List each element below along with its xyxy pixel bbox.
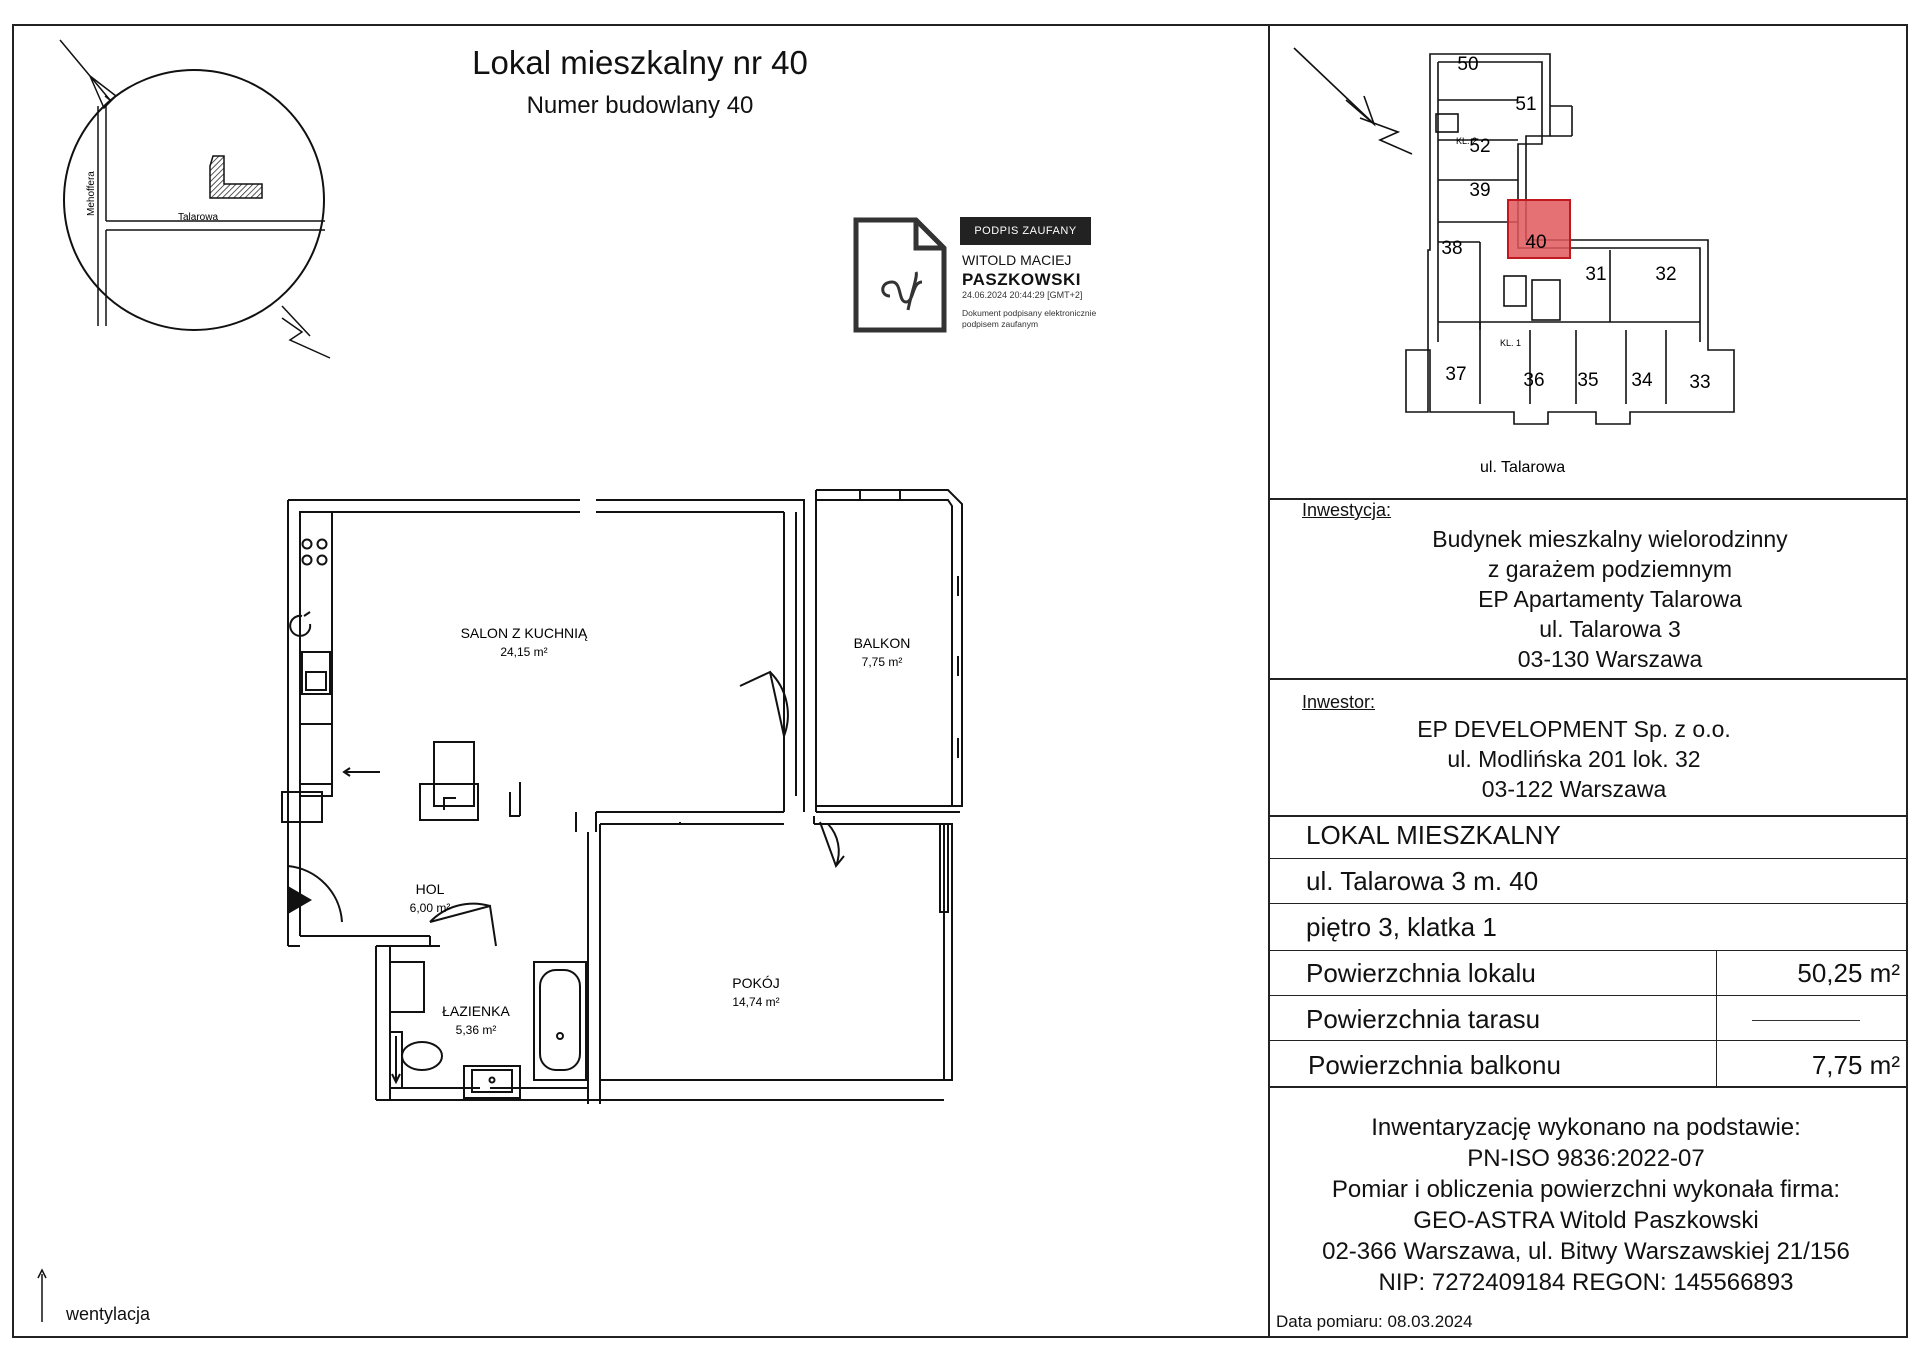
document-signed-icon (853, 217, 947, 333)
footer-line: NIP: 7272409184 REGON: 145566893 (1378, 1269, 1794, 1296)
room-area-pokoj: 14,74 m² (732, 995, 779, 1009)
unit-number: 34 (1631, 370, 1653, 391)
balcony-value: 7,75 m² (1811, 1050, 1900, 1080)
divider-investor (1268, 815, 1908, 817)
signer-name-line2: PASZKOWSKI (962, 270, 1081, 289)
unit-number: 32 (1655, 264, 1676, 285)
unit-number: 50 (1457, 54, 1478, 75)
signature-timestamp: 24.06.2024 20:44:29 [GMT+2] (962, 290, 1083, 300)
unit-number: 36 (1523, 370, 1544, 391)
unit-number: 40 (1525, 232, 1546, 253)
area-label: Powierzchnia lokalu (1306, 958, 1536, 988)
footer-line: 02-366 Warszawa, ul. Bitwy Warszawskiej … (1322, 1238, 1850, 1265)
key-north-arrow-icon (1293, 47, 1375, 125)
unit-address: ul. Talarowa 3 m. 40 (1306, 866, 1539, 896)
signer-name-line1: WITOLD MACIEJ (962, 252, 1072, 268)
unit-number: 33 (1689, 372, 1710, 393)
entrance-arrow-icon (288, 886, 312, 914)
signature-tag: PODPIS ZAUFANY (960, 217, 1091, 245)
unit-number: 52 (1469, 136, 1490, 157)
divider-keyplan (1268, 498, 1908, 500)
room-area-lazienka: 5,36 m² (456, 1023, 497, 1037)
room-name-salon: SALON Z KUCHNIĄ (461, 625, 588, 641)
divider-investment (1268, 678, 1908, 680)
floor-plan: SALON Z KUCHNIĄ 24,15 m² BALKON 7,75 m² … (281, 489, 963, 1104)
unit-floor: piętro 3, klatka 1 (1306, 912, 1497, 942)
unit-40-highlight (1507, 199, 1571, 259)
unit-number: 31 (1585, 264, 1606, 285)
survey-footer: Inwentaryzację wykonano na podstawie: PN… (1264, 1112, 1908, 1298)
footer-line: Pomiar i obliczenia powierzchni wykonała… (1331, 1176, 1841, 1203)
room-area-salon: 24,15 m² (500, 645, 547, 659)
footer-line: PN-ISO 9836:2022-07 (1467, 1145, 1705, 1172)
page-subtitle: Numer budowlany 40 (526, 92, 754, 119)
divider-r1 (1268, 858, 1908, 859)
unit-number: 37 (1445, 364, 1466, 385)
north-n-letter-icon (281, 305, 331, 359)
investment-line: 03-130 Warszawa (1517, 646, 1703, 672)
divider-footer (1268, 1086, 1908, 1088)
room-area-hol: 6,00 m² (410, 901, 451, 915)
divider-r4 (1268, 995, 1908, 996)
key-plan-street: ul. Talarowa (1480, 459, 1565, 476)
page-title: Lokal mieszkalny nr 40 (472, 44, 808, 81)
north-arrow-head-icon (89, 75, 118, 110)
balcony-label: Powierzchnia balkonu (1308, 1050, 1561, 1080)
stair-label: KL. 1 (1500, 338, 1521, 348)
ventilation-label: wentylacja (66, 1304, 151, 1324)
investor-line: ul. Modlińska 201 lok. 32 (1447, 746, 1701, 772)
north-arrow-icon (59, 39, 111, 101)
signature-note: Dokument podpisany elektronicznie podpis… (962, 308, 1097, 329)
unit-number: 35 (1577, 370, 1598, 391)
location-map: Mehoffera Talarowa (59, 39, 331, 359)
building-footprint-icon (209, 155, 263, 199)
ventilation-arrow-icon (37, 1268, 47, 1322)
investor-line: EP DEVELOPMENT Sp. z o.o. (1417, 716, 1731, 742)
investment-line: Budynek mieszkalny wielorodzinny (1432, 526, 1788, 552)
room-name-lazienka: ŁAZIENKA (442, 1003, 510, 1019)
street-label-mehoffera: Mehoffera (86, 171, 97, 216)
investor-label: Inwestor: (1302, 692, 1376, 712)
divider-r2 (1268, 903, 1908, 904)
room-name-hol: HOL (416, 881, 445, 897)
investment-details: Budynek mieszkalny wielorodzinny z garaż… (1300, 524, 1920, 674)
key-plan: 50 51 52 39 38 40 31 32 37 36 35 34 33 K… (1293, 47, 1735, 476)
room-name-pokoj: POKÓJ (732, 975, 779, 991)
stair-label: KL. 2 (1456, 136, 1477, 146)
investor-details: EP DEVELOPMENT Sp. z o.o. ul. Modlińska … (1264, 714, 1884, 804)
unit-type: LOKAL MIESZKALNY (1306, 820, 1561, 850)
divider-r3 (1268, 950, 1908, 951)
investor-line: 03-122 Warszawa (1481, 776, 1667, 802)
area-value: 50,25 m² (1797, 958, 1900, 988)
location-circle (63, 69, 325, 331)
terrace-label: Powierzchnia tarasu (1306, 1004, 1541, 1034)
unit-number: 39 (1469, 180, 1490, 201)
sheet-frame (12, 24, 1908, 1338)
footer-line: GEO-ASTRA Witold Paszkowski (1413, 1207, 1759, 1234)
unit-number: 38 (1441, 238, 1462, 259)
street-label-talarowa: Talarowa (178, 212, 218, 223)
room-area-balkon: 7,75 m² (862, 655, 903, 669)
divider-r5 (1268, 1040, 1908, 1041)
room-name-balkon: BALKON (854, 635, 911, 651)
investment-line: z garażem podziemnym (1487, 556, 1733, 582)
panel-divider (1268, 24, 1270, 1338)
investment-line: EP Apartamenty Talarowa (1478, 586, 1742, 612)
footer-line: Inwentaryzację wykonano na podstawie: (1371, 1114, 1801, 1141)
measurement-date: Data pomiaru: 08.03.2024 (1276, 1312, 1473, 1331)
terrace-empty-dash (1752, 1020, 1860, 1021)
investment-label: Inwestycja: (1302, 500, 1392, 520)
divider-values (1716, 950, 1717, 1086)
unit-number: 51 (1515, 94, 1536, 115)
investment-line: ul. Talarowa 3 (1539, 616, 1681, 642)
